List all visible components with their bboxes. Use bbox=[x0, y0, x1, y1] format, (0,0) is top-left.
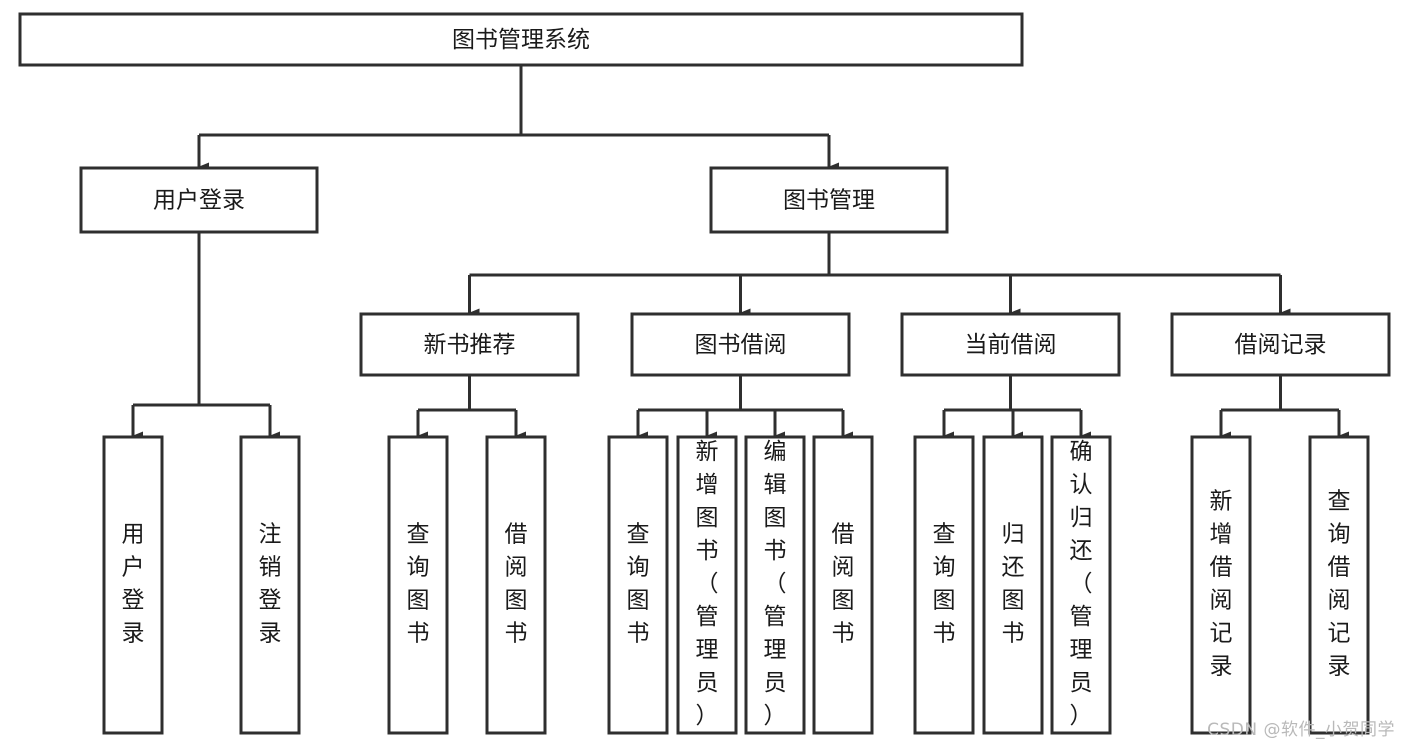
node-new-book-recommend-label: 新书推荐 bbox=[424, 332, 516, 358]
node-book-borrow[interactable]: 图书借阅 bbox=[630, 312, 851, 377]
connector-layer bbox=[131, 65, 1349, 441]
node-leaf-edit-book-admin-label: 编辑图书（管理员） bbox=[764, 439, 787, 729]
connector-borrow-records-to-leaves bbox=[1219, 375, 1349, 441]
node-leaf-query-book-current-label: 查询图书 bbox=[933, 522, 956, 647]
node-leaf-confirm-return-admin-box bbox=[1050, 435, 1112, 735]
node-leaf-query-book-borrow[interactable]: 查询图书 bbox=[607, 435, 669, 735]
node-leaf-borrow-book-recommend[interactable]: 借阅图书 bbox=[485, 435, 547, 735]
node-leaf-return-book-label: 归还图书 bbox=[1002, 522, 1025, 647]
node-leaf-return-book-box bbox=[982, 435, 1044, 735]
connector-new-book-recommend-to-leaves bbox=[416, 375, 526, 441]
node-leaf-query-book-current-box bbox=[913, 435, 975, 735]
connector-current-borrow-to-leaves bbox=[942, 375, 1091, 441]
node-leaf-add-borrow-record-box bbox=[1190, 435, 1252, 735]
node-book-management[interactable]: 图书管理 bbox=[709, 166, 949, 234]
node-leaf-confirm-return-admin-label: 确认归还（管理员） bbox=[1070, 439, 1093, 729]
node-leaf-user-login-label: 用户登录 bbox=[122, 522, 145, 647]
node-leaf-query-book-recommend-label: 查询图书 bbox=[407, 522, 430, 647]
connector-management-to-level2 bbox=[468, 232, 1291, 318]
node-leaf-user-login[interactable]: 用户登录 bbox=[102, 435, 164, 735]
node-leaf-add-book-admin-label: 新增图书（管理员） bbox=[696, 439, 719, 729]
node-current-borrow-box bbox=[900, 312, 1121, 377]
node-borrow-records-box bbox=[1170, 312, 1391, 377]
node-leaf-add-borrow-record[interactable]: 新增借阅记录 bbox=[1190, 435, 1252, 735]
node-root-system-label: 图书管理系统 bbox=[452, 27, 590, 53]
node-leaf-query-book-recommend[interactable]: 查询图书 bbox=[387, 435, 449, 735]
node-current-borrow-label: 当前借阅 bbox=[965, 332, 1057, 358]
node-user-login-label: 用户登录 bbox=[153, 188, 245, 214]
node-leaf-user-login-box bbox=[102, 435, 164, 735]
node-leaf-query-borrow-record-label: 查询借阅记录 bbox=[1328, 489, 1351, 680]
node-leaf-edit-book-admin-box bbox=[744, 435, 806, 735]
node-leaf-borrow-book-recommend-label: 借阅图书 bbox=[505, 522, 528, 647]
connector-book-borrow-to-leaves bbox=[636, 375, 853, 441]
node-leaf-query-borrow-record-box bbox=[1308, 435, 1370, 735]
node-leaf-borrow-book-box bbox=[812, 435, 874, 735]
node-leaf-borrow-book-label: 借阅图书 bbox=[832, 522, 855, 647]
node-leaf-borrow-book-recommend-box bbox=[485, 435, 547, 735]
node-leaf-add-book-admin[interactable]: 新增图书（管理员） bbox=[676, 435, 738, 735]
node-leaf-confirm-return-admin[interactable]: 确认归还（管理员） bbox=[1050, 435, 1112, 735]
node-leaf-borrow-book[interactable]: 借阅图书 bbox=[812, 435, 874, 735]
node-new-book-recommend-box bbox=[359, 312, 580, 377]
node-leaf-add-borrow-record-label: 新增借阅记录 bbox=[1210, 489, 1233, 680]
node-borrow-records-label: 借阅记录 bbox=[1235, 332, 1327, 358]
node-book-management-label: 图书管理 bbox=[783, 188, 875, 214]
node-leaf-add-book-admin-box bbox=[676, 435, 738, 735]
node-new-book-recommend[interactable]: 新书推荐 bbox=[359, 312, 580, 377]
node-current-borrow[interactable]: 当前借阅 bbox=[900, 312, 1121, 377]
connector-root-to-level1 bbox=[197, 65, 839, 172]
node-leaf-logout-login-box bbox=[239, 435, 301, 735]
node-borrow-records[interactable]: 借阅记录 bbox=[1170, 312, 1391, 377]
node-leaf-query-book-current[interactable]: 查询图书 bbox=[913, 435, 975, 735]
node-leaf-edit-book-admin[interactable]: 编辑图书（管理员） bbox=[744, 435, 806, 735]
node-root-system[interactable]: 图书管理系统 bbox=[18, 12, 1024, 67]
node-leaf-query-book-borrow-box bbox=[607, 435, 669, 735]
node-leaf-logout-login[interactable]: 注销登录 bbox=[239, 435, 301, 735]
node-book-borrow-box bbox=[630, 312, 851, 377]
node-book-borrow-label: 图书借阅 bbox=[695, 332, 787, 358]
node-book-management-box bbox=[709, 166, 949, 234]
node-leaf-logout-login-label: 注销登录 bbox=[259, 522, 282, 647]
node-layer: 图书管理系统用户登录图书管理新书推荐图书借阅当前借阅借阅记录用户登录注销登录查询… bbox=[18, 12, 1391, 735]
watermark-text: CSDN @软件_小贺同学 bbox=[1207, 720, 1395, 740]
node-root-system-box bbox=[18, 12, 1024, 67]
node-leaf-query-book-recommend-box bbox=[387, 435, 449, 735]
node-leaf-return-book[interactable]: 归还图书 bbox=[982, 435, 1044, 735]
node-user-login-box bbox=[79, 166, 319, 234]
node-leaf-query-borrow-record[interactable]: 查询借阅记录 bbox=[1308, 435, 1370, 735]
node-leaf-query-book-borrow-label: 查询图书 bbox=[627, 522, 650, 647]
node-user-login[interactable]: 用户登录 bbox=[79, 166, 319, 234]
connector-user-login-to-leaves bbox=[131, 232, 280, 441]
